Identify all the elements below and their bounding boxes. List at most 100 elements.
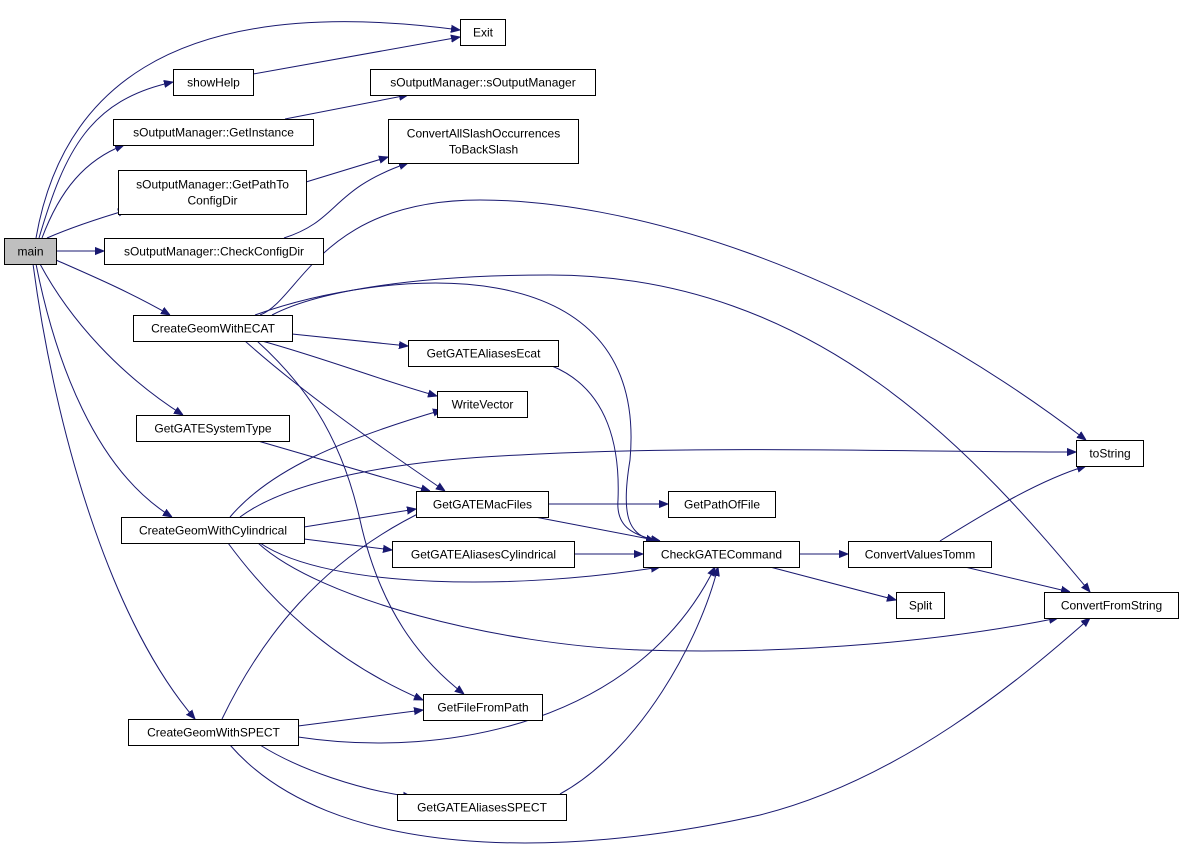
node-box xyxy=(437,391,528,418)
node-box xyxy=(136,415,290,442)
edge-main-to-systemtype xyxy=(39,263,183,415)
node-box xyxy=(643,541,800,568)
node-label: ToBackSlash xyxy=(449,143,518,157)
node-aliases_cyl[interactable]: GetGATEAliasesCylindrical xyxy=(392,541,575,568)
node-ecat[interactable]: CreateGeomWithECAT xyxy=(133,315,293,342)
node-split[interactable]: Split xyxy=(896,592,945,619)
node-label: Split xyxy=(909,599,933,613)
node-box xyxy=(121,517,305,544)
edge-som_getpath-to-convertslash xyxy=(305,157,388,183)
node-label: ConvertFromString xyxy=(1061,599,1162,613)
edge-aliases_spect-to-checkcmd xyxy=(559,567,718,795)
edge-spect-to-filefrompath xyxy=(297,710,423,727)
node-label: showHelp xyxy=(187,76,240,90)
node-tostring[interactable]: toString xyxy=(1076,440,1144,467)
node-aliases_spect[interactable]: GetGATEAliasesSPECT xyxy=(397,794,567,821)
edge-showhelp-to-exit xyxy=(252,37,460,75)
node-label: ConvertAllSlashOccurrences xyxy=(407,127,560,141)
node-checkcmd[interactable]: CheckGATECommand xyxy=(643,541,800,568)
node-label: GetFileFromPath xyxy=(437,701,528,715)
node-box xyxy=(408,340,559,367)
node-showhelp[interactable]: showHelp xyxy=(173,69,254,96)
edge-som_checkconfig-to-convertslash xyxy=(283,163,408,239)
edge-spect-to-convertfrom xyxy=(229,618,1090,844)
edge-main-to-ecat xyxy=(55,259,170,315)
node-label: Exit xyxy=(473,26,494,40)
edge-main-to-cyl xyxy=(35,263,172,517)
edge-cyl-to-macfiles xyxy=(303,509,416,528)
edge-main-to-showhelp xyxy=(38,82,173,239)
node-som_checkconfig[interactable]: sOutputManager::CheckConfigDir xyxy=(104,238,324,265)
edge-cyl-to-writevector xyxy=(229,410,442,518)
node-box xyxy=(4,238,57,265)
edge-aliases_ecat-to-checkcmd xyxy=(551,365,660,541)
node-box xyxy=(423,694,543,721)
node-systemtype[interactable]: GetGATESystemType xyxy=(136,415,290,442)
node-label: GetGATEAliasesCylindrical xyxy=(411,548,556,562)
node-label: CheckGATECommand xyxy=(661,548,782,562)
node-label: CreateGeomWithECAT xyxy=(151,322,275,336)
node-label: sOutputManager::CheckConfigDir xyxy=(124,245,304,259)
node-macfiles[interactable]: GetGATEMacFiles xyxy=(416,491,549,518)
edge-layer xyxy=(32,21,1090,844)
node-box xyxy=(1044,592,1179,619)
edge-cyl-to-tostring xyxy=(239,450,1076,518)
node-exit[interactable]: Exit xyxy=(460,19,506,46)
edge-convertvalues-to-tostring xyxy=(939,466,1086,542)
node-label: toString xyxy=(1089,447,1130,461)
edge-ecat-to-convertfrom xyxy=(271,274,1090,592)
edge-spect-to-macfiles xyxy=(221,509,428,720)
node-convertvalues[interactable]: ConvertValuesTomm xyxy=(848,541,992,568)
node-label: GetGATESystemType xyxy=(154,422,271,436)
node-label: ConfigDir xyxy=(187,194,237,208)
node-box xyxy=(113,119,314,146)
edge-ecat-to-filefrompath xyxy=(256,340,464,694)
node-box xyxy=(133,315,293,342)
node-label: sOutputManager::sOutputManager xyxy=(390,76,575,90)
edge-cyl-to-filefrompath xyxy=(227,542,423,700)
node-label: main xyxy=(17,245,43,259)
edge-convertvalues-to-convertfrom xyxy=(964,566,1070,592)
node-label: GetPathOfFile xyxy=(684,498,760,512)
node-box xyxy=(392,541,575,568)
node-aliases_ecat[interactable]: GetGATEAliasesEcat xyxy=(408,340,559,367)
node-box xyxy=(128,719,299,746)
node-writevector[interactable]: WriteVector xyxy=(437,391,528,418)
node-box xyxy=(104,238,324,265)
node-label: WriteVector xyxy=(452,398,514,412)
edge-checkcmd-to-split xyxy=(769,566,896,600)
node-box xyxy=(397,794,567,821)
node-pathoffile[interactable]: GetPathOfFile xyxy=(668,491,776,518)
node-box xyxy=(388,119,579,164)
edge-macfiles-to-checkcmd xyxy=(534,516,660,541)
node-box xyxy=(896,592,945,619)
node-som_ctor[interactable]: sOutputManager::sOutputManager xyxy=(370,69,596,96)
node-label: GetGATEAliasesSPECT xyxy=(417,801,547,815)
node-label: sOutputManager::GetPathTo xyxy=(136,178,289,192)
node-cyl[interactable]: CreateGeomWithCylindrical xyxy=(121,517,305,544)
node-box xyxy=(118,170,307,215)
node-filefrompath[interactable]: GetFileFromPath xyxy=(423,694,543,721)
edge-main-to-spect xyxy=(32,263,195,719)
edge-ecat-to-aliases_ecat xyxy=(291,333,408,346)
edge-cyl-to-convertfrom xyxy=(257,542,1058,652)
edge-cyl-to-checkcmd xyxy=(259,542,660,583)
node-label: GetGATEMacFiles xyxy=(433,498,532,512)
node-label: GetGATEAliasesEcat xyxy=(427,347,541,361)
node-main[interactable]: main xyxy=(4,238,57,265)
node-label: CreateGeomWithSPECT xyxy=(147,726,280,740)
edge-cyl-to-aliases_cyl xyxy=(303,538,392,550)
node-label: sOutputManager::GetInstance xyxy=(133,126,294,140)
edge-ecat-to-macfiles xyxy=(244,340,445,491)
node-label: ConvertValuesTomm xyxy=(865,548,975,562)
node-box xyxy=(1076,440,1144,467)
node-som_getinstance[interactable]: sOutputManager::GetInstance xyxy=(113,119,314,146)
node-spect[interactable]: CreateGeomWithSPECT xyxy=(128,719,299,746)
node-box xyxy=(848,541,992,568)
node-convertfrom[interactable]: ConvertFromString xyxy=(1044,592,1179,619)
node-box xyxy=(416,491,549,518)
